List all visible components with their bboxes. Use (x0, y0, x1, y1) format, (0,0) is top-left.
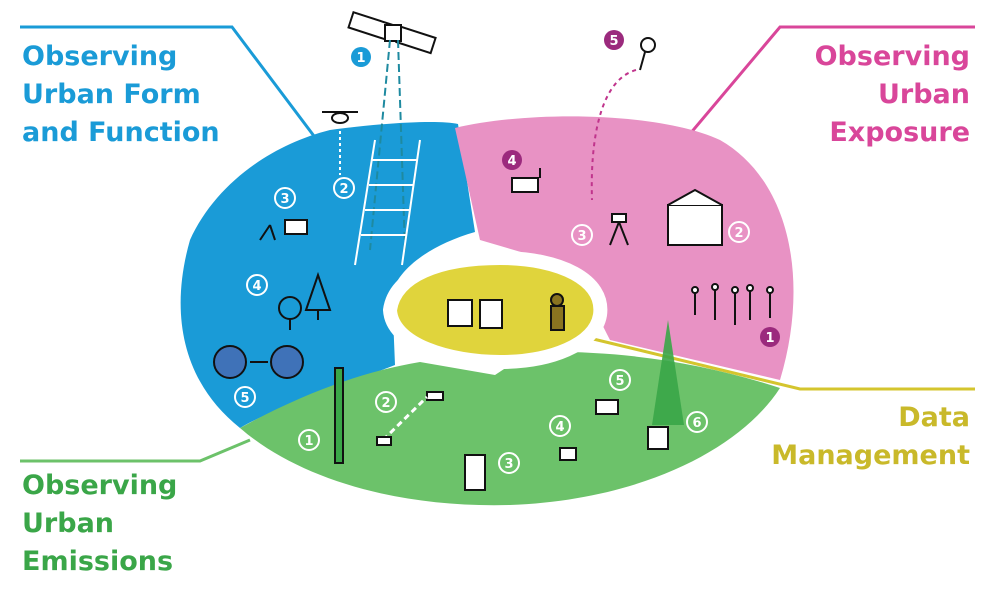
exposure-marker-1: 1 (760, 327, 780, 347)
exposure-connector-line (666, 25, 975, 161)
scintillometer-icon (376, 391, 444, 446)
pie-change-icon (213, 345, 304, 379)
drone-icon (322, 111, 358, 175)
form-marker-1: 1 (351, 47, 371, 67)
svg-text:3: 3 (280, 192, 289, 207)
label-line: Observing (814, 41, 970, 72)
server-icon (447, 299, 473, 327)
emissions-connector-line (20, 438, 251, 463)
ladder-lidar-icon (354, 139, 421, 266)
emissions-marker-6: 6 (686, 411, 708, 433)
database-icon (479, 299, 503, 329)
exposure-sector (455, 116, 794, 380)
label-line: Observing (22, 41, 178, 72)
exposure-marker-5: 5 (604, 30, 624, 50)
svg-text:4: 4 (507, 154, 516, 169)
form-marker-5: 5 (234, 386, 256, 408)
label-urban-form: Observing Urban Form and Function (22, 38, 220, 152)
exposure-marker-2: 2 (728, 221, 750, 243)
tree-icon (278, 271, 332, 330)
camera-sensor-icon (511, 168, 541, 193)
form-marker-2: 2 (333, 177, 355, 199)
label-line: Exposure (829, 117, 970, 148)
svg-text:3: 3 (504, 457, 513, 472)
emissions-marker-1: 1 (298, 429, 320, 451)
svg-text:1: 1 (356, 51, 365, 66)
data-connector-line (584, 335, 975, 391)
label-line: Observing (22, 470, 178, 501)
svg-text:1: 1 (765, 331, 774, 346)
label-line: and Function (22, 117, 220, 148)
exposure-marker-3: 3 (571, 224, 593, 246)
svg-text:3: 3 (577, 229, 586, 244)
weather-station-icon (259, 219, 308, 241)
svg-text:1: 1 (304, 434, 313, 449)
tripod-icon (609, 213, 629, 246)
svg-text:4: 4 (252, 279, 261, 294)
building-icon (667, 188, 723, 246)
label-line: Emissions (22, 546, 174, 577)
form-connector-line (20, 25, 334, 161)
exposure-marker-4: 4 (502, 150, 522, 170)
balloon-sonde-icon (590, 37, 656, 201)
label-urban-exposure: Observing Urban Exposure (815, 38, 970, 152)
form-marker-4: 4 (246, 274, 268, 296)
flux-tower-icon (464, 320, 684, 491)
svg-text:6: 6 (692, 416, 701, 431)
emissions-marker-4: 4 (549, 415, 571, 437)
svg-text:4: 4 (555, 420, 564, 435)
form-marker-3: 3 (274, 187, 296, 209)
label-urban-emissions: Observing Urban Emissions (22, 467, 177, 581)
label-line: Urban (22, 508, 115, 539)
sensor-array-icon (691, 283, 774, 325)
satellite-icon (347, 10, 437, 251)
label-line: Management (771, 440, 970, 471)
label-line: Data (898, 402, 970, 433)
emissions-marker-2: 2 (375, 391, 397, 413)
emissions-marker-3: 3 (498, 452, 520, 474)
person-icon (550, 293, 565, 331)
emissions-marker-5: 5 (609, 369, 631, 391)
svg-text:2: 2 (381, 396, 390, 411)
label-line: Urban Form (22, 79, 201, 110)
label-line: Urban (877, 79, 970, 110)
label-data-management: Data Management (771, 399, 970, 475)
svg-text:5: 5 (240, 391, 249, 406)
svg-text:5: 5 (615, 374, 624, 389)
svg-text:2: 2 (734, 226, 743, 241)
emissions-sector (240, 351, 780, 506)
svg-text:2: 2 (339, 182, 348, 197)
svg-text:5: 5 (609, 34, 618, 49)
form-sector (180, 122, 475, 428)
tower-icon (334, 367, 344, 464)
